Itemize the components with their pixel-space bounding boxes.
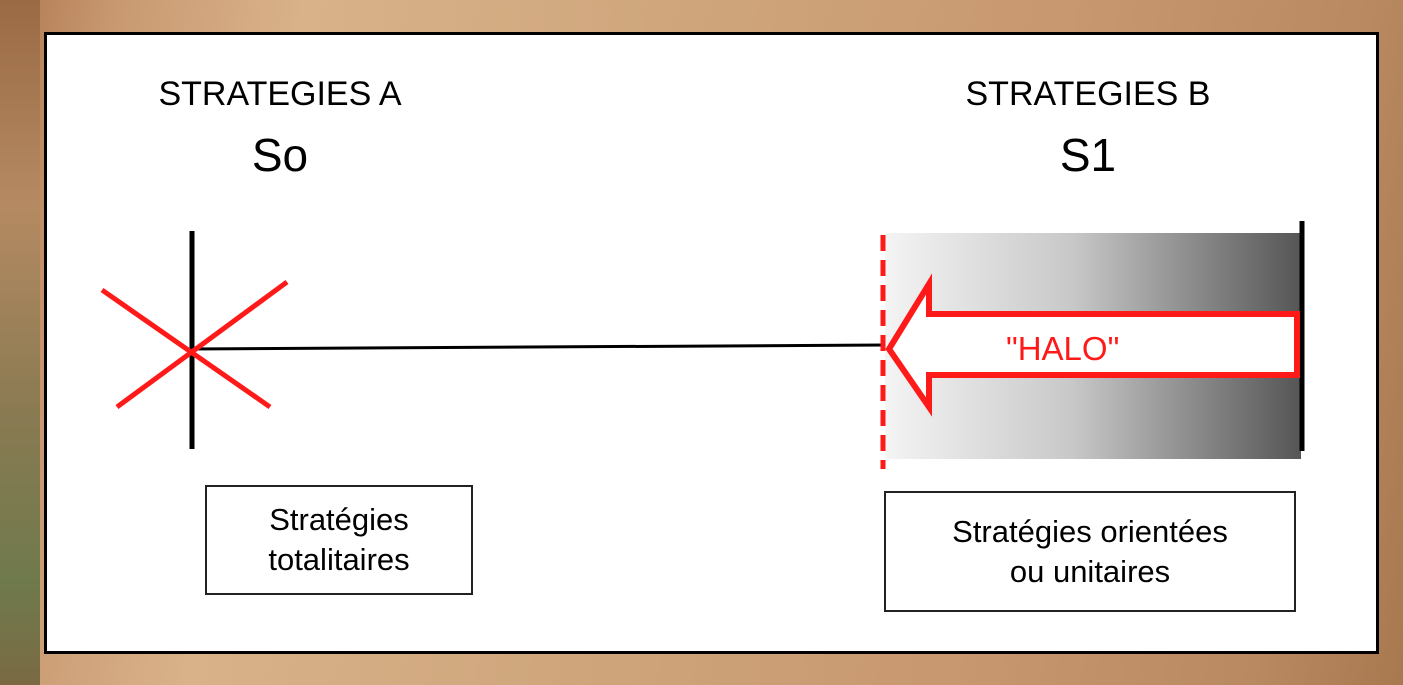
- connector-line: [190, 343, 886, 351]
- diagram-frame: STRATEGIES A So STRATEGIES B S1 "HALO" S…: [44, 32, 1379, 654]
- cross-mark-a: [100, 287, 272, 410]
- strategy-b-symbol: S1: [1059, 129, 1117, 181]
- halo-arrow: [885, 273, 1300, 417]
- strategy-a-header: STRATEGIES A So: [145, 75, 415, 182]
- strategy-a-title: STRATEGIES A: [158, 75, 402, 113]
- strategy-a-label-box: Stratégies totalitaires: [205, 485, 473, 595]
- background-edge: [0, 0, 40, 685]
- strategy-a-symbol: So: [251, 129, 309, 181]
- strategy-b-title: STRATEGIES B: [965, 75, 1211, 113]
- strategy-b-label-box: Stratégies orientées ou unitaires: [884, 491, 1296, 612]
- strategy-b-header: STRATEGIES B S1: [953, 75, 1223, 182]
- halo-label: "HALO": [1006, 330, 1120, 367]
- diagram-canvas: [100, 221, 1305, 469]
- cross-mark-b: [115, 279, 289, 410]
